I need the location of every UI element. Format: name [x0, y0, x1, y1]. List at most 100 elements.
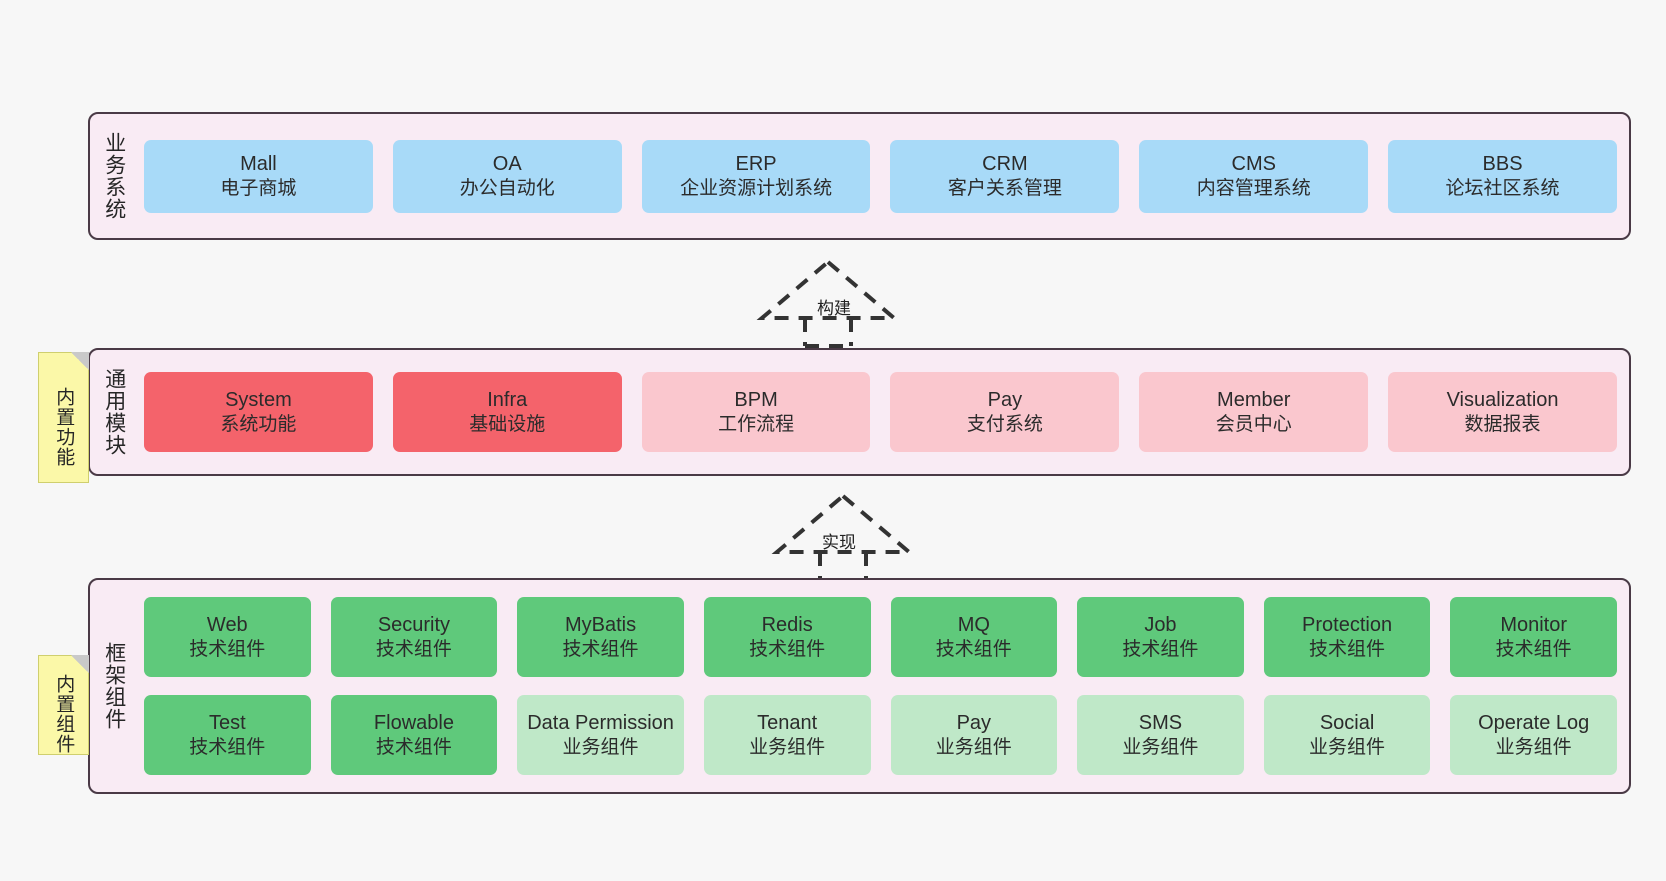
box-erp[interactable]: ERP 企业资源计划系统	[641, 139, 871, 213]
box-bbs[interactable]: BBS 论坛社区系统	[1388, 139, 1617, 213]
box-title: Flowable	[373, 712, 454, 735]
box-title: CRM	[982, 153, 1028, 176]
box-title: Data Permission	[527, 712, 674, 735]
box-subtitle: 业务组件	[1495, 736, 1572, 758]
box-subtitle: 技术组件	[375, 638, 452, 660]
box-title: Visualization	[1446, 389, 1559, 412]
box-operate-log[interactable]: Operate Log 业务组件	[1450, 695, 1617, 775]
box-title: Mall	[240, 153, 277, 176]
arrow-implement: 实现	[771, 492, 915, 582]
panel-title-common-modules: 通用模块	[102, 368, 126, 456]
note-label: 内置组件	[53, 674, 75, 754]
box-title: Infra	[487, 389, 528, 412]
box-subtitle: 业务组件	[562, 736, 639, 758]
box-test[interactable]: Test 技术组件	[144, 695, 311, 775]
box-subtitle: 技术组件	[749, 638, 826, 660]
box-title: Pay	[987, 389, 1023, 412]
box-title: Security	[377, 614, 451, 637]
box-security[interactable]: Security 技术组件	[330, 597, 498, 677]
box-subtitle: 技术组件	[1309, 638, 1386, 660]
box-title: Job	[1144, 614, 1177, 637]
box-subtitle: 工作流程	[718, 413, 795, 435]
box-title: SMS	[1138, 712, 1183, 735]
box-web[interactable]: Web 技术组件	[144, 597, 311, 677]
box-title: Monitor	[1500, 614, 1568, 637]
box-subtitle: 技术组件	[189, 638, 266, 660]
box-subtitle: 电子商城	[220, 177, 297, 199]
panel-row: Mall 电子商城 OA 办公自动化 ERP 企业资源计划系统 CRM 客户关系…	[144, 139, 1617, 213]
box-title: CMS	[1231, 153, 1276, 176]
panel-title-framework-components: 框架组件	[102, 642, 126, 730]
note-label: 内置功能	[53, 386, 75, 467]
panel-row: Test 技术组件 Flowable 技术组件 Data Permission …	[144, 695, 1617, 775]
box-crm[interactable]: CRM 客户关系管理	[890, 139, 1120, 213]
box-title: BPM	[734, 389, 778, 412]
note-builtin-function: 内置功能	[38, 352, 89, 483]
box-title: Redis	[761, 614, 813, 637]
box-tenant[interactable]: Tenant 业务组件	[703, 695, 871, 775]
box-subtitle: 数据报表	[1464, 413, 1541, 435]
box-mall[interactable]: Mall 电子商城	[144, 139, 373, 213]
box-title: OA	[492, 153, 522, 176]
box-subtitle: 内容管理系统	[1196, 177, 1311, 199]
box-title: Tenant	[757, 712, 818, 735]
box-mybatis[interactable]: MyBatis 技术组件	[517, 597, 684, 677]
box-oa[interactable]: OA 办公自动化	[392, 139, 622, 213]
box-sms[interactable]: SMS 业务组件	[1077, 695, 1244, 775]
arrow-build-label: 构建	[817, 299, 851, 318]
box-protection[interactable]: Protection 技术组件	[1263, 597, 1431, 677]
box-subtitle: 技术组件	[1495, 638, 1572, 660]
box-subtitle: 业务组件	[1122, 736, 1199, 758]
box-bpm[interactable]: BPM 工作流程	[641, 372, 871, 452]
panel-body-common-modules: System 系统功能 Infra 基础设施 BPM 工作流程 Pay 支付系统…	[138, 350, 1629, 474]
box-system[interactable]: System 系统功能	[144, 372, 373, 452]
box-subtitle: 客户关系管理	[947, 177, 1062, 199]
box-flowable[interactable]: Flowable 技术组件	[330, 695, 498, 775]
panel-title-business-system: 业务系统	[102, 132, 126, 220]
box-subtitle: 会员中心	[1215, 413, 1292, 435]
box-subtitle: 业务组件	[1309, 736, 1386, 758]
box-subtitle: 支付系统	[966, 413, 1043, 435]
box-title: Pay	[956, 712, 992, 735]
panel-framework-components: 框架组件 Web 技术组件 Security 技术组件 MyBatis 技术组件…	[88, 578, 1631, 794]
box-pay[interactable]: Pay 支付系统	[890, 372, 1120, 452]
box-infra[interactable]: Infra 基础设施	[392, 372, 622, 452]
box-data-permission[interactable]: Data Permission 业务组件	[517, 695, 684, 775]
box-member[interactable]: Member 会员中心	[1139, 372, 1369, 452]
box-subtitle: 基础设施	[469, 413, 546, 435]
box-subtitle: 技术组件	[562, 638, 639, 660]
box-redis[interactable]: Redis 技术组件	[703, 597, 871, 677]
box-cms[interactable]: CMS 内容管理系统	[1139, 139, 1369, 213]
panel-body-business-system: Mall 电子商城 OA 办公自动化 ERP 企业资源计划系统 CRM 客户关系…	[138, 114, 1629, 238]
note-builtin-component: 内置组件	[38, 655, 89, 755]
panel-body-framework-components: Web 技术组件 Security 技术组件 MyBatis 技术组件 Redi…	[138, 580, 1629, 792]
box-visualization[interactable]: Visualization 数据报表	[1388, 372, 1617, 452]
panel-business-system: 业务系统 Mall 电子商城 OA 办公自动化 ERP 企业资源计划系统 CRM…	[88, 112, 1631, 240]
box-social[interactable]: Social 业务组件	[1263, 695, 1431, 775]
box-title: BBS	[1482, 153, 1523, 176]
box-job[interactable]: Job 技术组件	[1077, 597, 1244, 677]
box-subtitle: 业务组件	[935, 736, 1012, 758]
box-title: Web	[206, 614, 248, 637]
box-title: ERP	[735, 153, 777, 176]
box-title: MQ	[957, 614, 990, 637]
box-mq[interactable]: MQ 技术组件	[890, 597, 1058, 677]
box-pay-business[interactable]: Pay 业务组件	[890, 695, 1058, 775]
box-title: Test	[208, 712, 246, 735]
panel-row: Web 技术组件 Security 技术组件 MyBatis 技术组件 Redi…	[144, 597, 1617, 677]
note-fold-corner-icon	[71, 655, 89, 673]
panel-common-modules: 通用模块 System 系统功能 Infra 基础设施 BPM 工作流程 Pay…	[88, 348, 1631, 476]
box-subtitle: 技术组件	[1122, 638, 1199, 660]
box-monitor[interactable]: Monitor 技术组件	[1450, 597, 1617, 677]
box-subtitle: 技术组件	[935, 638, 1012, 660]
arrow-build: 构建	[756, 258, 900, 348]
panel-row: System 系统功能 Infra 基础设施 BPM 工作流程 Pay 支付系统…	[144, 372, 1617, 452]
box-subtitle: 企业资源计划系统	[680, 177, 833, 199]
box-subtitle: 系统功能	[220, 413, 297, 435]
box-subtitle: 业务组件	[749, 736, 826, 758]
arrow-implement-label: 实现	[822, 533, 856, 552]
note-fold-corner-icon	[71, 352, 89, 370]
box-title: Protection	[1302, 614, 1393, 637]
box-title: Member	[1217, 389, 1291, 412]
